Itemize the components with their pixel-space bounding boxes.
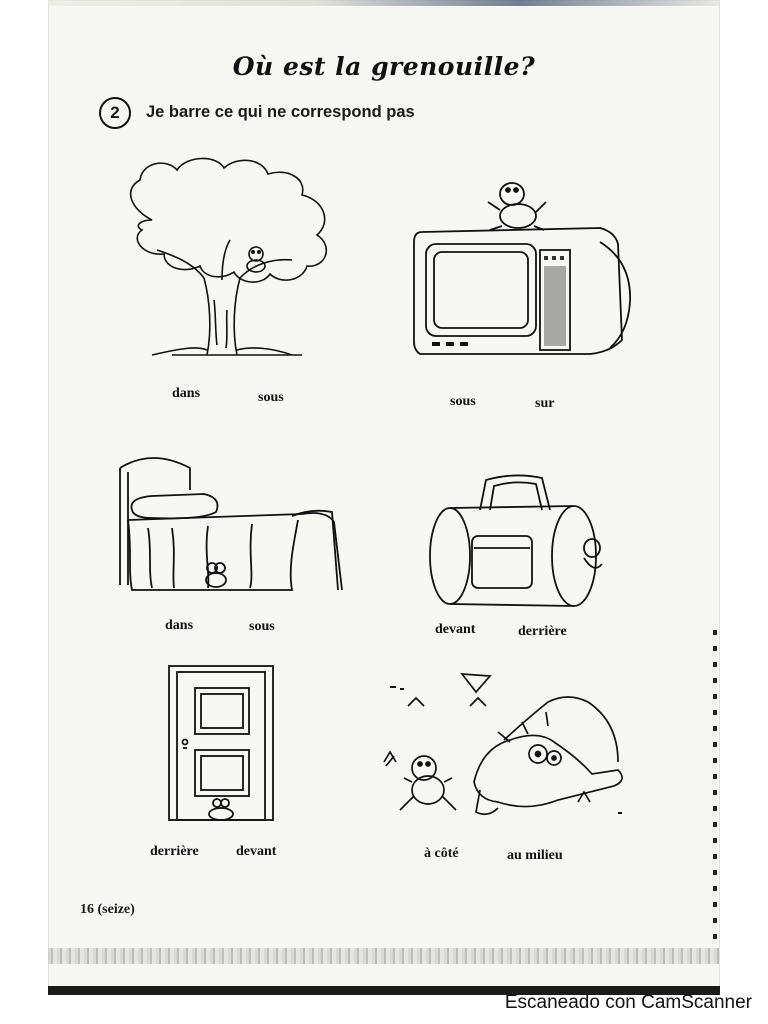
option-word[interactable]: sur (535, 396, 555, 411)
scan-top-edge (48, 0, 720, 6)
tv-with-frog-image (410, 172, 635, 364)
option-word[interactable]: derrière (518, 624, 567, 639)
option-word[interactable]: devant (435, 622, 476, 637)
bag-with-frog-image (424, 470, 614, 612)
option-word[interactable]: sous (450, 394, 476, 409)
option-word[interactable]: sous (249, 619, 275, 634)
option-word[interactable]: devant (236, 844, 277, 859)
option-word[interactable]: à côté (424, 846, 459, 861)
option-word[interactable]: dans (172, 386, 201, 401)
exercise-instruction: Je barre ce qui ne correspond pas (146, 103, 415, 121)
crocodile-with-frog-image (378, 662, 638, 830)
worksheet-title: Où est la grenouille? (232, 52, 536, 81)
scan-black-bar (48, 986, 720, 995)
scan-bottom-band (48, 948, 720, 964)
option-word[interactable]: derrière (150, 844, 199, 859)
bed-with-frog-image (112, 450, 347, 602)
worksheet-page (48, 0, 720, 995)
option-word[interactable]: au milieu (507, 848, 563, 863)
option-word[interactable]: sous (258, 390, 284, 405)
door-with-frog-image (165, 662, 277, 822)
scan-dotted-edge (713, 630, 717, 940)
exercise-number-badge: 2 (99, 97, 131, 129)
tree-with-frog-image (112, 150, 347, 360)
scanner-watermark: Escaneado con CamScanner (504, 992, 752, 1013)
option-word[interactable]: dans (165, 618, 194, 633)
page-number: 16 (seize) (80, 902, 135, 917)
